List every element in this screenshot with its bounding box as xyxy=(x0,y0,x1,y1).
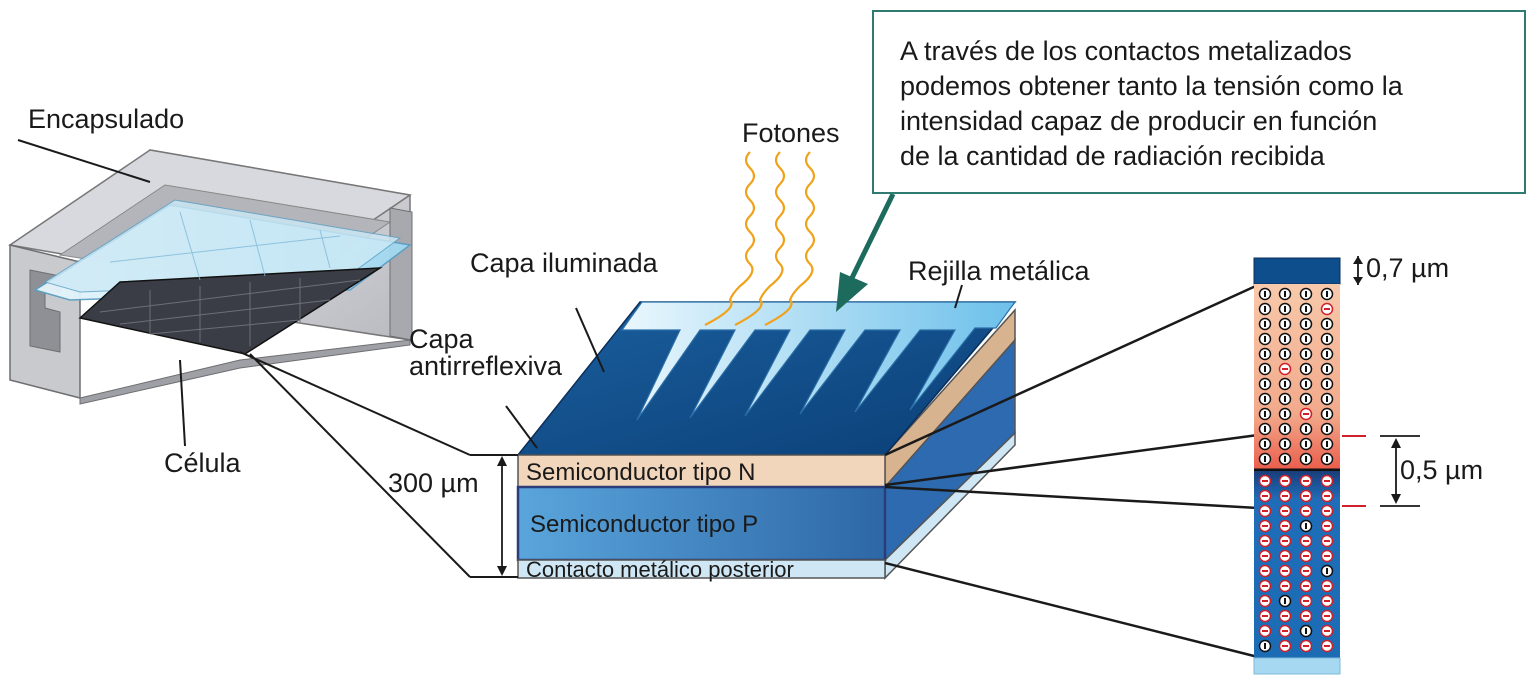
metal-grid xyxy=(620,301,1017,421)
label-semiconductor-n: Semiconductor tipo N xyxy=(526,459,755,486)
callout-line-1: A través de los contactos metalizados xyxy=(900,36,1352,66)
label-semiconductor-p: Semiconductor tipo P xyxy=(530,511,758,538)
photon-wave-icon xyxy=(764,151,816,326)
label-0-5-um: 0,5 µm xyxy=(1400,455,1483,485)
zoom-line-col-junction-b xyxy=(884,485,1259,510)
label-fotones: Fotones xyxy=(742,118,840,148)
callout-line-2: podemos obtener tanto la tensión como la xyxy=(900,71,1403,101)
photon-wave-icon xyxy=(734,151,786,326)
carrier-column xyxy=(1253,257,1341,675)
label-encapsulado: Encapsulado xyxy=(28,104,184,134)
zoom-line-col-junction xyxy=(884,433,1259,487)
leader-celula xyxy=(179,359,186,447)
zoom-line-col-bottom xyxy=(884,561,1259,659)
label-capa-iluminada: Capa iluminada xyxy=(470,248,659,278)
callout-line-4: de la cantidad de radiación recibida xyxy=(900,141,1325,171)
leader-rejilla xyxy=(954,284,963,309)
cell-cross-section xyxy=(516,301,1017,580)
callout-line-3: intensidad capaz de producir en función xyxy=(900,106,1378,136)
zoom-line-col-top xyxy=(884,283,1259,457)
callout-arrow xyxy=(836,192,896,312)
label-300-um: 300 µm xyxy=(388,468,479,498)
zoom-line-upper xyxy=(239,351,471,456)
leader-antirreflexiva xyxy=(505,405,538,449)
zoom-line-lower xyxy=(249,353,471,578)
leader-encapsulado xyxy=(17,139,151,183)
leader-capa-iluminada xyxy=(575,307,605,373)
label-antirreflexiva: antirreflexiva xyxy=(409,351,563,381)
photon-waves xyxy=(704,151,816,326)
encapsulation-module xyxy=(8,149,413,405)
callout-box: A través de los contactos metalizados po… xyxy=(872,10,1526,194)
label-celula: Célula xyxy=(164,448,242,478)
label-contacto-posterior: Contacto metálico posterior xyxy=(526,557,794,582)
label-rejilla-metalica: Rejilla metálica xyxy=(908,256,1091,286)
label-0-7-um: 0,7 µm xyxy=(1366,253,1449,283)
photon-wave-icon xyxy=(704,151,756,326)
label-capa: Capa xyxy=(409,324,475,354)
